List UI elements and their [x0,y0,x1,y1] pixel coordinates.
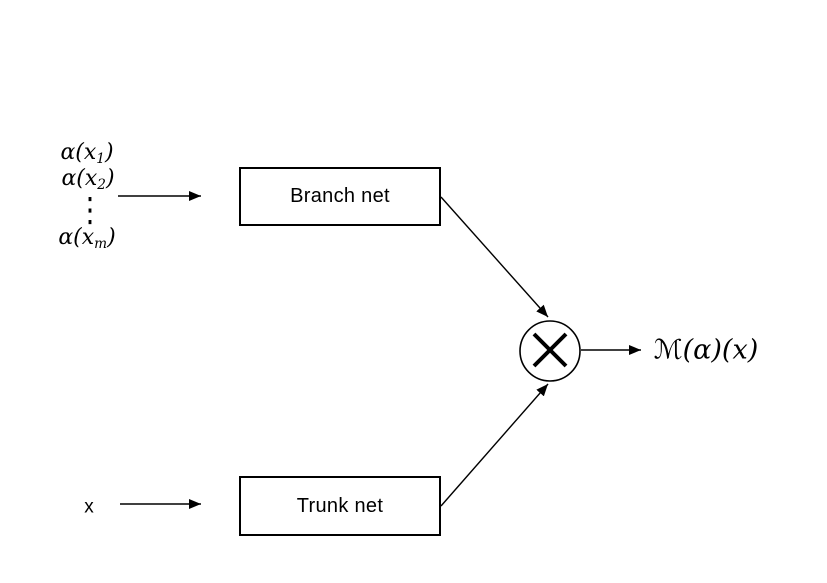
input-label-x2-subscript: 2 [97,177,106,194]
branch-net-label: Branch net [290,185,390,207]
multiply-icon [532,332,568,368]
branch-to-multiply-arrow [440,196,549,318]
input-label-xm: α(xm) [58,225,116,253]
input-label-xm-text: α(x [58,225,95,250]
output-label: ℳ(α)(x) [654,337,758,364]
branch-net-box: Branch net [239,167,441,226]
input-label-xm-close: ) [107,225,116,250]
output-rest: (α)(x) [682,334,759,366]
input-label-x1: α(x1) [60,140,114,168]
trunk-input-label: x [84,496,94,518]
input-label-x2-text: α(x [61,166,98,191]
input-label-x1-subscript: 1 [96,151,105,168]
input-label-x1-close: ) [104,140,114,165]
trunk-to-multiply-arrow [440,383,549,507]
input-label-x2: α(x2) [61,166,115,194]
trunk-net-label: Trunk net [296,494,384,517]
input-label-x2-close: ) [105,166,115,191]
input-label-xm-subscript: m [94,236,108,253]
vertical-ellipsis: ⋮ [76,189,104,230]
input-label-x1-text: α(x [60,140,97,165]
trunk-net-box: Trunk net [239,476,441,536]
output-script-m: ℳ [653,334,683,366]
